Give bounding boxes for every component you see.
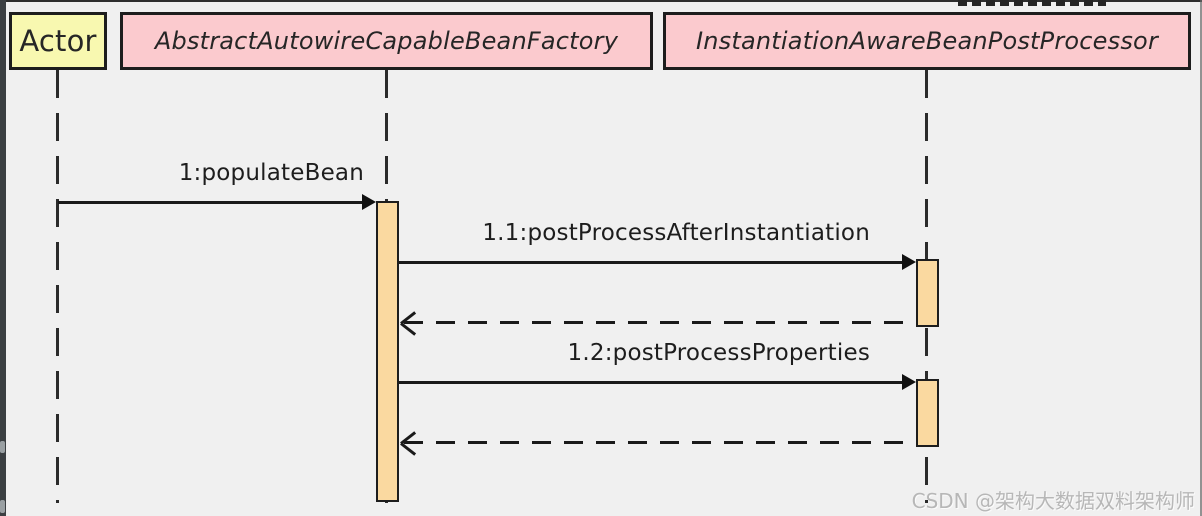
message-label-post-process-properties: 1.2:postProcessProperties	[567, 340, 870, 366]
message-line-populate-bean	[58, 201, 364, 204]
top-edge-line	[0, 0, 1202, 2]
arrowhead-icon	[902, 254, 916, 270]
participant-box-factory: AbstractAutowireCapableBeanFactory	[120, 12, 653, 70]
left-edge-glyph	[0, 500, 5, 513]
return-arrowhead-icon	[400, 442, 417, 456]
left-edge-glyph	[0, 441, 5, 453]
message-label-post-process-after-instantiation: 1.1:postProcessAfterInstantiation	[482, 220, 870, 246]
participant-box-postprocessor: InstantiationAwareBeanPostProcessor	[663, 12, 1191, 70]
return-line-1	[404, 321, 916, 324]
message-label-populate-bean: 1:populateBean	[178, 160, 364, 186]
activation-bar-postprocessor-2	[916, 379, 939, 447]
activation-bar-postprocessor-1	[916, 259, 939, 327]
message-line-post-process-after-instantiation	[399, 261, 904, 264]
participant-label: InstantiationAwareBeanPostProcessor	[695, 27, 1159, 55]
message-line-post-process-properties	[399, 381, 904, 384]
left-edge-strip	[0, 0, 6, 516]
participant-box-actor: Actor	[9, 12, 107, 70]
cropped-text-fragment	[958, 0, 1106, 6]
return-arrowhead-icon	[400, 322, 417, 336]
arrowhead-icon	[362, 194, 376, 210]
return-line-2	[404, 441, 916, 444]
right-edge-line	[1200, 0, 1202, 516]
watermark: CSDN @架构大数据双料架构师	[911, 489, 1195, 513]
participant-label: AbstractAutowireCapableBeanFactory	[154, 27, 619, 55]
activation-bar-factory	[376, 201, 399, 502]
lifeline-actor	[56, 70, 59, 503]
participant-label: Actor	[19, 24, 97, 58]
arrowhead-icon	[902, 374, 916, 390]
